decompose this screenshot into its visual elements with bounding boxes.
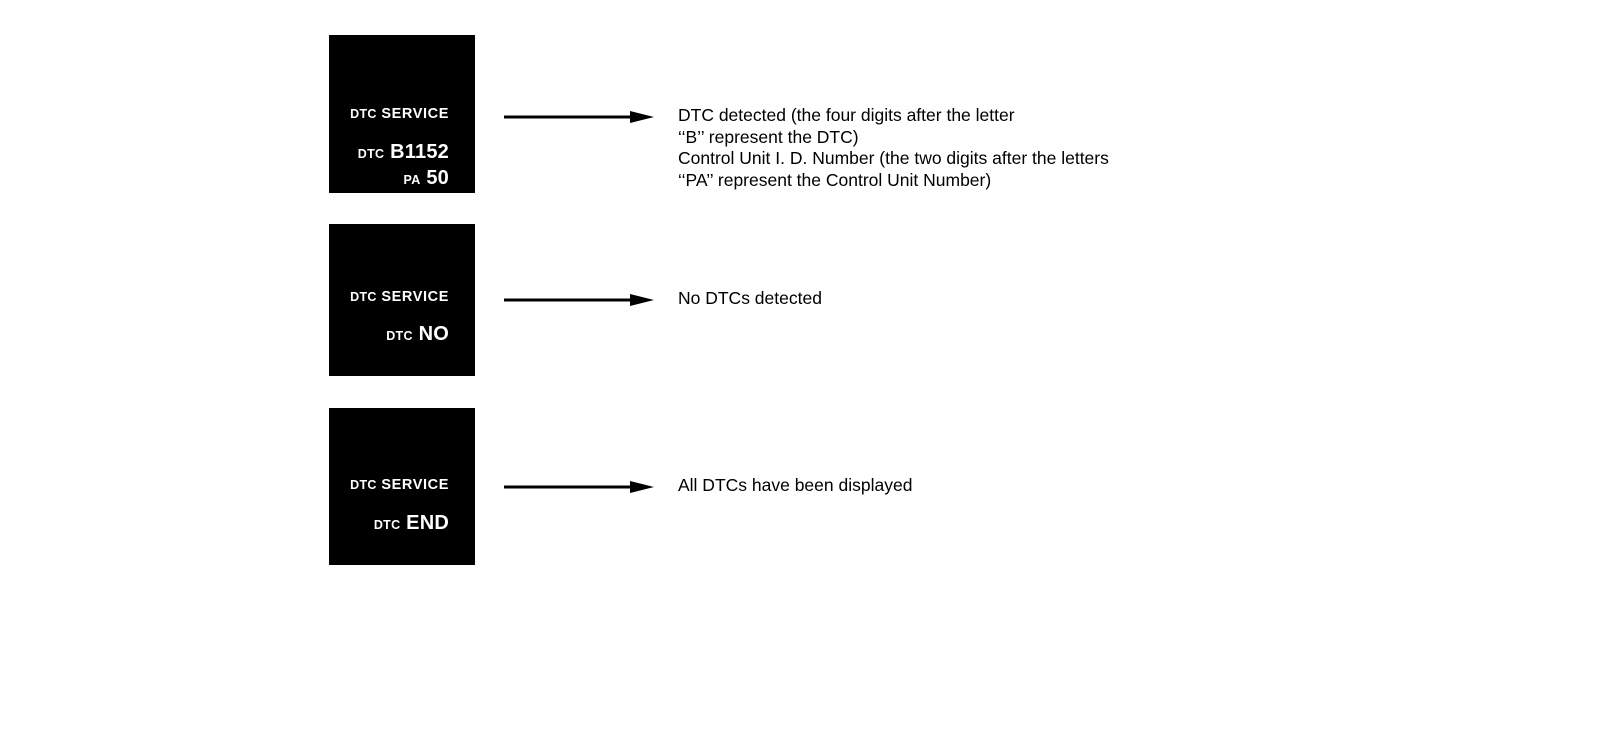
panel-title-tag: DTC [350, 290, 377, 304]
panel-dtc-code-value: NO [418, 323, 449, 345]
callout-dtc-detected-description: DTC detected (the four digits after the … [678, 105, 1109, 191]
callout-line: No DTCs detected [678, 288, 822, 308]
panel-title-line: DTC SERVICE [337, 288, 449, 306]
callout-line: All DTCs have been displayed [678, 475, 913, 495]
panel-dtc-code-tag: DTC [386, 329, 413, 343]
callout-no-dtcs-description: No DTCs detected [678, 288, 822, 310]
panel-title-word: SERVICE [381, 289, 449, 305]
panel-control-unit-line: PA 50 [337, 168, 449, 189]
panel-dtc-code-line: DTC NO [337, 324, 449, 345]
panel-dtc-code-tag: DTC [373, 518, 401, 532]
panel-control-unit-value: 50 [426, 167, 449, 189]
arrow-to-all-dtcs-displayed-description [504, 481, 654, 493]
panel-dtc-code-value: B1152 [390, 141, 449, 163]
panel-dtc-code-line: DTC END [337, 513, 449, 534]
panel-title-line: DTC SERVICE [337, 105, 449, 123]
arrow-to-dtc-detected-description [504, 111, 654, 123]
panel-dtc-code-line: DTC B1152 [337, 142, 449, 163]
panel-dtc-code-value: END [406, 512, 449, 534]
panel-title-word: SERVICE [381, 477, 449, 493]
panel-title-tag: DTC [350, 107, 377, 121]
callout-line: Control Unit I. D. Number (the two digit… [678, 148, 1109, 168]
panel-title-word: SERVICE [381, 106, 449, 122]
panel-title-tag: DTC [350, 478, 377, 492]
panel-title-line: DTC SERVICE [337, 476, 449, 494]
callout-all-dtcs-displayed-description: All DTCs have been displayed [678, 475, 912, 497]
display-panel-dtc-detected: DTC SERVICE DTC B1152 PA 50 [329, 35, 475, 193]
panel-control-unit-tag: PA [403, 173, 421, 187]
display-panel-dtc-end: DTC SERVICE DTC END [329, 408, 475, 565]
display-panel-no-dtc: DTC SERVICE DTC NO [329, 224, 475, 376]
callout-line: ‘‘B’’ represent the DTC) [678, 126, 859, 147]
arrow-to-no-dtcs-description [504, 294, 654, 306]
callout-line: DTC detected (the four digits after the … [678, 105, 1015, 125]
callout-line: ‘‘PA’’ represent the Control Unit Number… [678, 169, 992, 190]
panel-dtc-code-tag: DTC [357, 147, 385, 161]
